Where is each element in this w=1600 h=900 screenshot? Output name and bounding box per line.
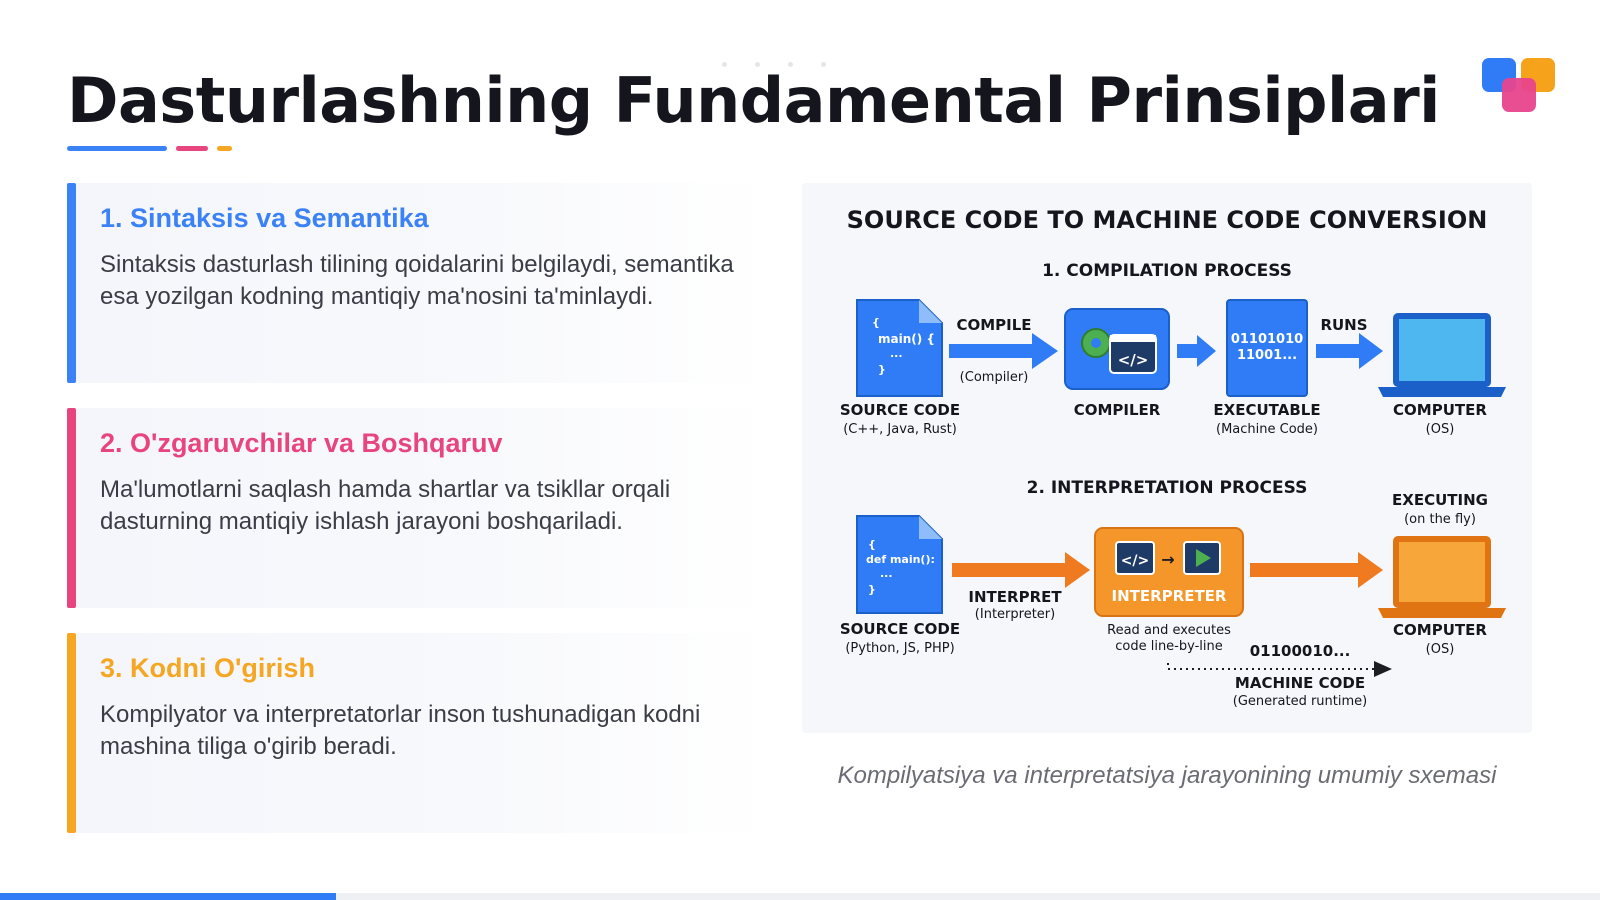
machine-code-value: 01100010... [1250, 642, 1351, 660]
title-underline-blue [67, 146, 167, 151]
diagram-caption: Kompilyatsiya va interpretatsiya jarayon… [837, 762, 1497, 789]
slide-progress-fill [0, 893, 336, 900]
svg-text:11001...: 11001... [1237, 348, 1297, 363]
compiler-label: COMPILER [1074, 401, 1161, 419]
interpreter-label: INTERPRETER [1112, 587, 1227, 605]
svg-text:}: } [878, 363, 886, 376]
executing-label: EXECUTING [1392, 491, 1488, 509]
principle-card-translation: 3. Kodni O'girish Kompilyator va interpr… [67, 633, 767, 833]
svg-text:{: { [872, 316, 880, 329]
interpret-sublabel: (Interpreter) [975, 607, 1055, 622]
interpretation-heading: 2. INTERPRETATION PROCESS [1027, 478, 1308, 498]
svg-text:}: } [868, 583, 876, 596]
runs-arrow [1316, 333, 1383, 369]
principle-card-syntax: 1. Sintaksis va Semantika Sintaksis dast… [67, 183, 767, 383]
card-accent-stripe [67, 408, 76, 608]
interpreter-desc-line: Read and executes [1107, 623, 1231, 638]
runs-label: RUNS [1320, 316, 1367, 334]
source-code-label: SOURCE CODE [840, 401, 960, 419]
svg-text:main() {: main() { [878, 332, 935, 346]
diagram-title: SOURCE CODE TO MACHINE CODE CONVERSION [847, 206, 1488, 234]
machine-code-dotted-arrow [1167, 661, 1392, 677]
computer-laptop-icon [1378, 536, 1506, 618]
svg-text:</>: </> [1118, 351, 1149, 369]
compiler-icon: </> [1064, 308, 1170, 390]
card-heading: 1. Sintaksis va Semantika [100, 203, 429, 233]
svg-text:</>: </> [1121, 553, 1150, 569]
svg-text:01101010: 01101010 [1231, 332, 1303, 347]
computer-sublabel: (OS) [1426, 642, 1455, 657]
card-text: Ma'lumotlarni saqlash hamda shartlar va … [100, 476, 671, 535]
card-text: Kompilyator va interpretatorlar inson tu… [100, 701, 701, 760]
slide-title: Dasturlashning Fundamental Prinsiplari [67, 64, 1440, 137]
svg-text:def main():: def main(): [866, 553, 935, 566]
svg-text:...: ... [880, 567, 893, 580]
svg-text:→: → [1161, 550, 1174, 569]
interpreter-icon: </> → [1094, 527, 1244, 617]
conversion-diagram-svg: SOURCE CODE TO MACHINE CODE CONVERSION 1… [840, 206, 1506, 709]
computer-label: COMPUTER [1393, 621, 1487, 639]
slide-dots [722, 62, 826, 67]
source-code-file-icon: { main() { ... } [856, 299, 943, 397]
executable-sublabel: (Machine Code) [1216, 422, 1318, 437]
interpreter-desc-line: code line-by-line [1115, 639, 1223, 654]
source-code-label: SOURCE CODE [840, 620, 960, 638]
compile-sublabel: (Compiler) [960, 370, 1029, 385]
interpret-arrow [952, 552, 1090, 588]
machine-code-label: MACHINE CODE [1235, 674, 1365, 692]
slide-progress-track [0, 893, 1600, 900]
executing-arrow [1250, 552, 1383, 588]
short-arrow-icon [1177, 335, 1216, 367]
principle-card-variables: 2. O'zgaruvchilar va Boshqaruv Ma'lumotl… [67, 408, 767, 608]
executable-file-icon: 01101010 11001... [1226, 299, 1308, 397]
compilation-heading: 1. COMPILATION PROCESS [1042, 261, 1292, 281]
title-underline-orange [217, 146, 232, 151]
compile-arrow [949, 333, 1058, 369]
conversion-diagram: SOURCE CODE TO MACHINE CODE CONVERSION 1… [802, 183, 1532, 733]
card-accent-stripe [67, 633, 76, 833]
source-code-sublabel: (C++, Java, Rust) [843, 422, 957, 437]
compile-label: COMPILE [956, 316, 1031, 334]
source-code-file-icon: { def main(): ... } [856, 515, 943, 614]
interpret-label: INTERPRET [968, 588, 1062, 606]
brand-logo [1482, 58, 1558, 114]
executable-label: EXECUTABLE [1213, 401, 1320, 419]
computer-label: COMPUTER [1393, 401, 1487, 419]
executing-sublabel: (on the fly) [1404, 512, 1476, 527]
computer-laptop-icon [1378, 313, 1506, 397]
card-text: Sintaksis dasturlash tilining qoidalarin… [100, 251, 734, 310]
card-heading: 2. O'zgaruvchilar va Boshqaruv [100, 428, 503, 458]
computer-sublabel: (OS) [1426, 422, 1455, 437]
machine-code-sublabel: (Generated runtime) [1233, 694, 1367, 709]
title-underline-pink [176, 146, 208, 151]
card-heading: 3. Kodni O'girish [100, 653, 315, 683]
svg-text:{: { [868, 538, 876, 551]
card-accent-stripe [67, 183, 76, 383]
source-code-sublabel: (Python, JS, PHP) [845, 641, 954, 656]
svg-text:...: ... [890, 347, 903, 360]
